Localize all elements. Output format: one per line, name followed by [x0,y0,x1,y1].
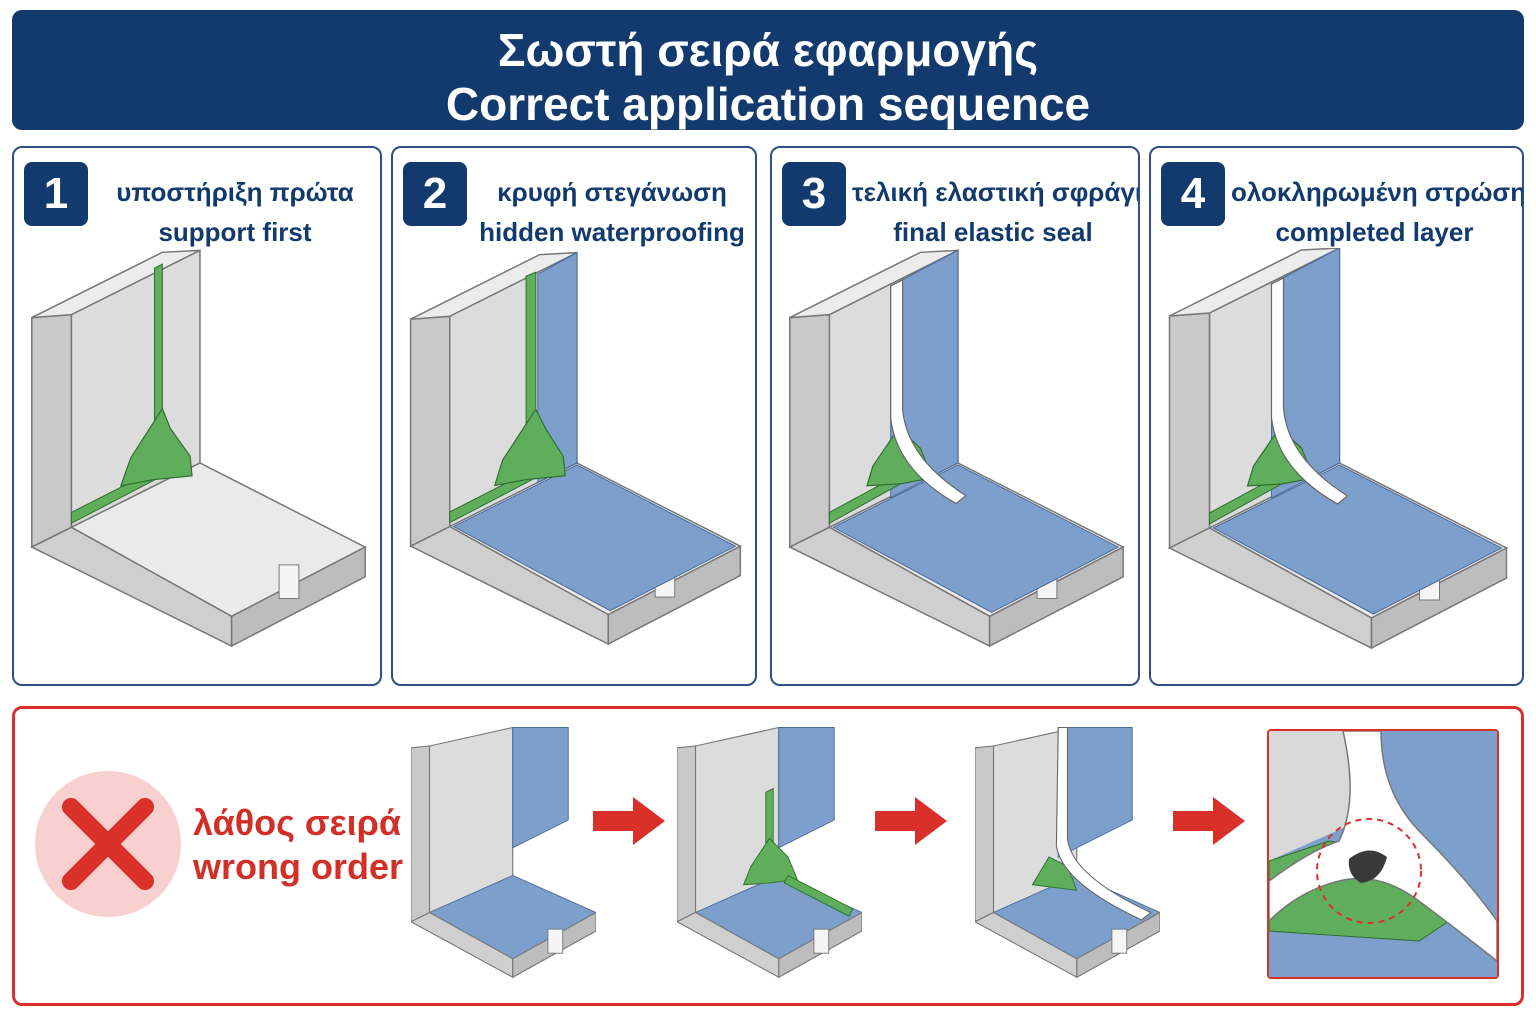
step-4-caption: ολοκληρωμένη στρώση completed layer [1231,172,1524,252]
failure-detail-zoom [1267,729,1499,979]
wrong-order-label: λάθος σειρά wrong order [193,801,403,889]
step-1-illustration [31,249,366,647]
x-mark-icon [62,798,154,890]
step-1-label-greek: υποστήριξη πρώτα [116,177,354,207]
step-1-panel: 1 υποστήριξη πρώτα support first [12,146,382,686]
title-banner: Σωστή σειρά εφαρμογής Correct applicatio… [12,10,1524,130]
failure-detail-illustration [1269,731,1497,977]
wrong-indicator [35,771,181,917]
step-2-caption: κρυφή στεγάνωση hidden waterproofing [473,172,751,252]
step-1-caption: υποστήριξη πρώτα support first [94,172,376,252]
title-english: Correct application sequence [445,78,1091,130]
title-greek: Σωστή σειρά εφαρμογής [497,24,1039,76]
step-3-caption: τελική ελαστική σφράγιση final elastic s… [852,172,1140,252]
wrong-step-3-illustration [975,727,1160,979]
step-2-illustration [409,251,742,645]
wrong-step-1-illustration [411,727,596,979]
step-1-number-badge: 1 [24,162,88,226]
step-3-number-badge: 3 [782,162,846,226]
step-1-label-english: support first [158,217,312,247]
wrong-order-label-english: wrong order [193,846,404,887]
wrong-order-panel: λάθος σειρά wrong order [12,706,1524,1006]
step-3-illustration [789,249,1124,647]
arrow-right-icon [1173,797,1245,845]
step-4-illustration [1168,248,1508,649]
step-2-label-greek: κρυφή στεγάνωση [497,177,727,207]
step-4-panel: 4 ολοκληρωμένη στρώση completed layer [1149,146,1524,686]
wrong-order-label-greek: λάθος σειρά [193,802,402,843]
wrong-step-2-illustration [677,727,862,979]
dashed-circle-icon [1316,818,1422,924]
step-4-label-english: completed layer [1275,217,1474,247]
step-4-number-badge: 4 [1161,162,1225,226]
arrow-right-icon [875,797,947,845]
step-3-panel: 3 τελική ελαστική σφράγιση final elastic… [770,146,1140,686]
arrow-right-icon [593,797,665,845]
step-3-label-greek: τελική ελαστική σφράγιση [852,177,1140,207]
step-2-panel: 2 κρυφή στεγάνωση hidden waterproofing [391,146,757,686]
step-4-label-greek: ολοκληρωμένη στρώση [1231,177,1524,207]
step-2-number-badge: 2 [403,162,467,226]
step-3-label-english: final elastic seal [893,217,1093,247]
step-2-label-english: hidden waterproofing [479,217,745,247]
